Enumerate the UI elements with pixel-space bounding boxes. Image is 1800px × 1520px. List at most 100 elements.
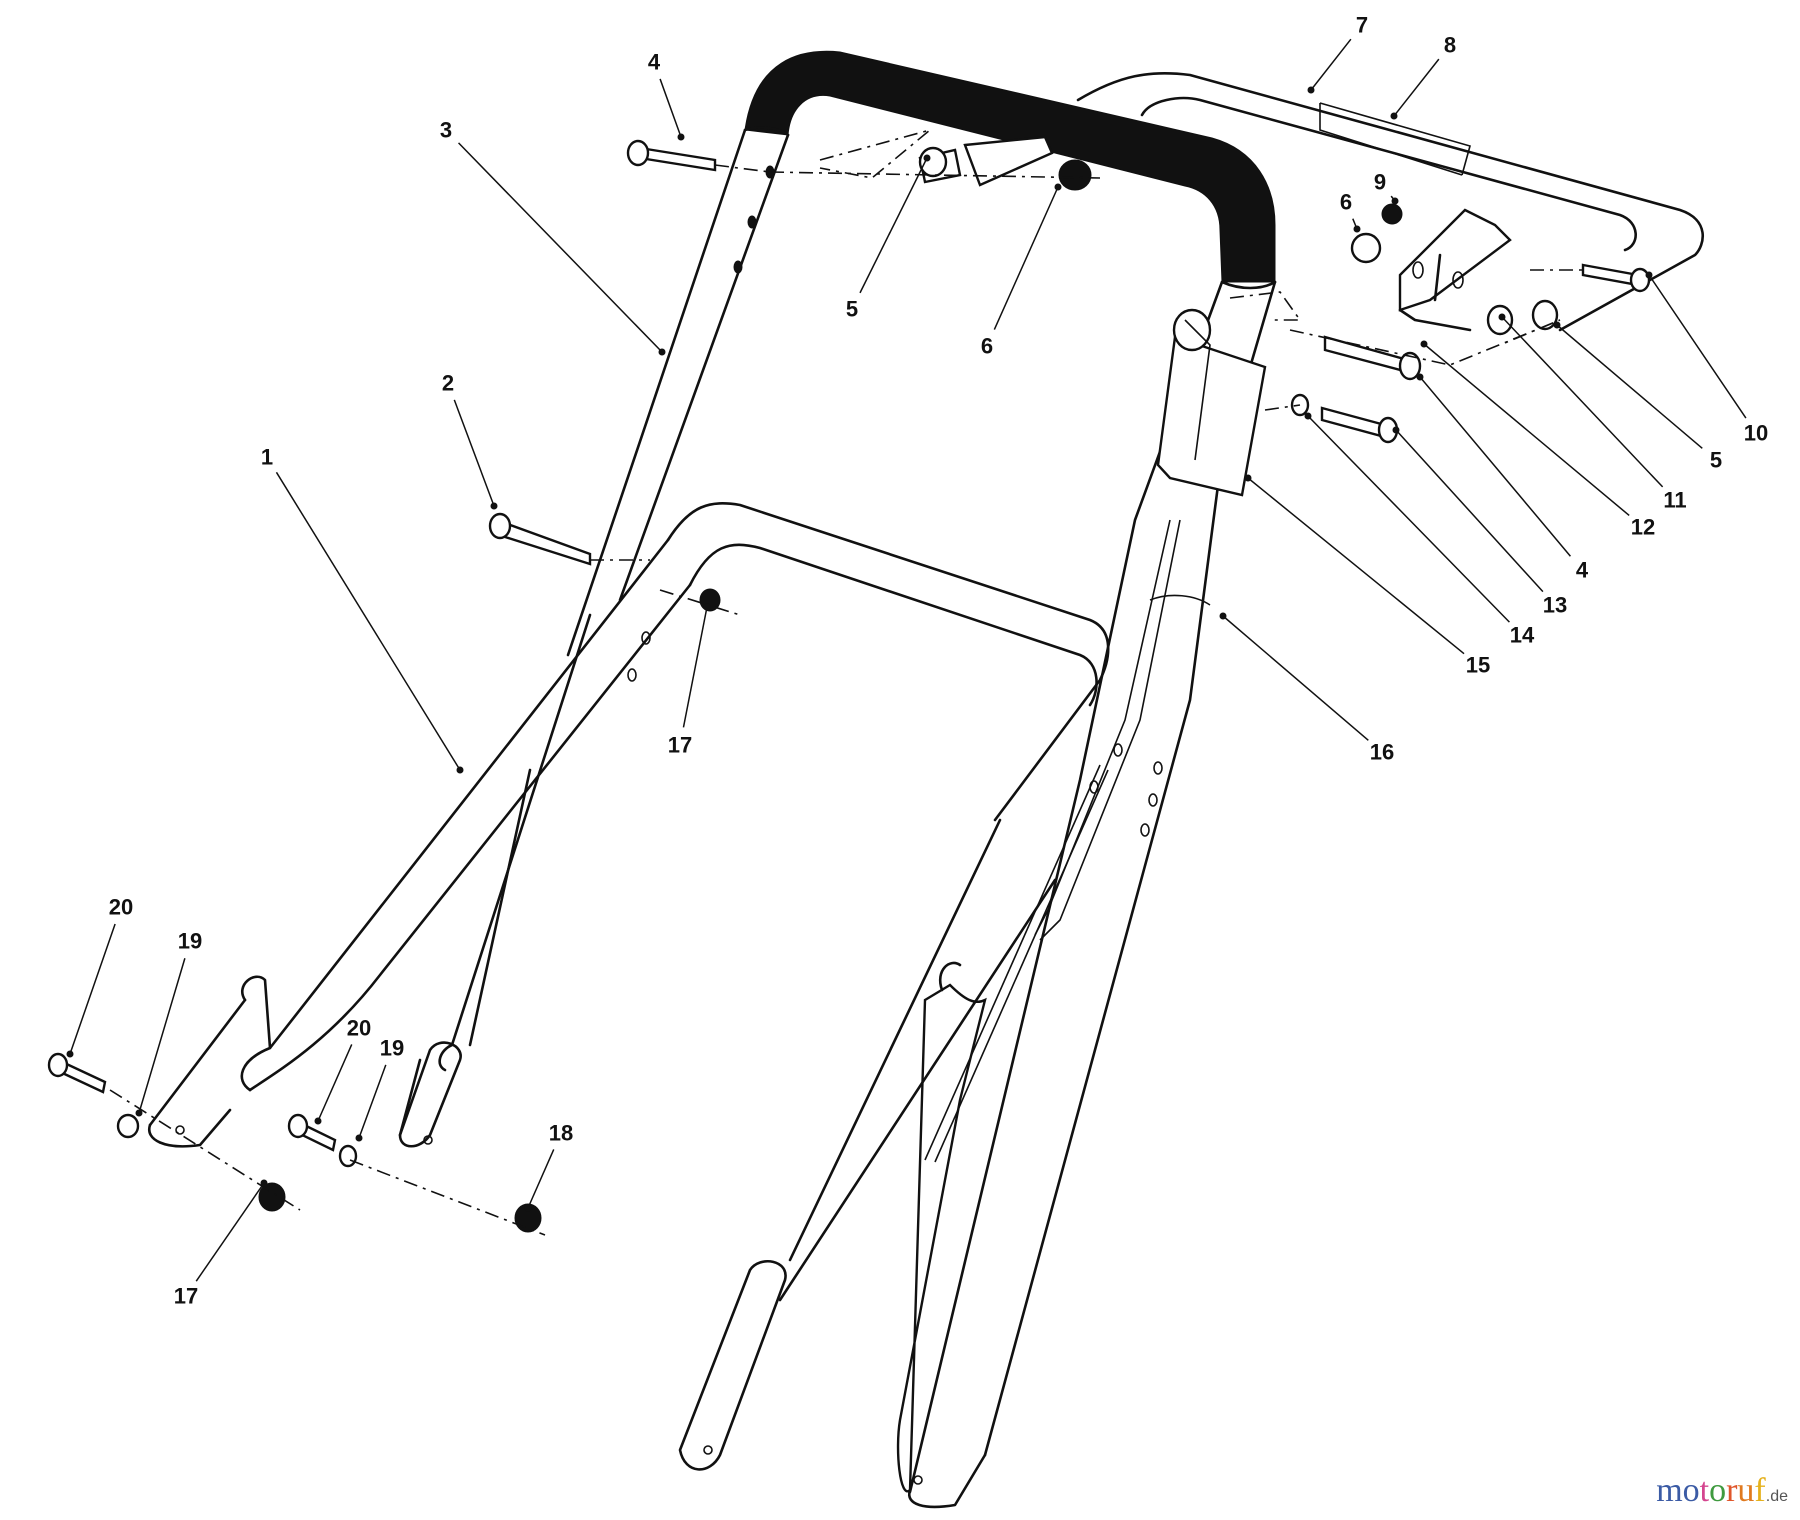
leader-dot bbox=[703, 603, 711, 611]
callout-c1: 1 bbox=[261, 445, 464, 774]
callout-number: 13 bbox=[1543, 593, 1567, 618]
bolt-2 bbox=[488, 512, 592, 566]
leader-line bbox=[1395, 429, 1544, 593]
watermark-tld: .de bbox=[1765, 1488, 1788, 1505]
assembly-lines bbox=[109, 129, 1585, 1236]
leader-line bbox=[1419, 376, 1572, 557]
callout-c7: 7 bbox=[1307, 13, 1368, 94]
watermark-letter: r bbox=[1726, 1472, 1738, 1509]
leader-line bbox=[1501, 316, 1664, 488]
knob-5-right bbox=[1531, 299, 1559, 331]
watermark-letter: f bbox=[1754, 1472, 1766, 1509]
leader-line bbox=[1556, 324, 1703, 449]
callout-number: 6 bbox=[981, 334, 993, 359]
watermark-letter: u bbox=[1737, 1472, 1755, 1509]
callout-c17b: 17 bbox=[174, 1179, 268, 1309]
leader-line bbox=[1393, 58, 1440, 117]
leader-line bbox=[859, 157, 928, 294]
leader-line bbox=[275, 471, 461, 771]
watermark-letter: o bbox=[1709, 1472, 1727, 1509]
leader-dot bbox=[1391, 197, 1399, 205]
callout-c18: 18 bbox=[524, 1121, 573, 1212]
leader-dot bbox=[1304, 412, 1312, 420]
spacer-11 bbox=[1486, 304, 1514, 336]
callout-number: 14 bbox=[1510, 623, 1535, 648]
callout-c17a: 17 bbox=[668, 603, 711, 758]
callout-c6b: 6 bbox=[1340, 190, 1361, 233]
callout-number: 10 bbox=[1744, 421, 1768, 446]
nut-6-upper bbox=[1058, 159, 1092, 191]
bolt-4-upper bbox=[626, 139, 717, 172]
callout-c19b: 19 bbox=[355, 1036, 404, 1142]
leader-dot bbox=[1390, 112, 1398, 120]
callout-number: 11 bbox=[1663, 488, 1686, 513]
nut-18 bbox=[514, 1203, 542, 1233]
leader-line bbox=[682, 606, 708, 728]
callout-c19a: 19 bbox=[135, 929, 202, 1117]
callout-c13: 13 bbox=[1392, 426, 1567, 618]
callout-c11: 11 bbox=[1498, 313, 1687, 513]
callout-number: 2 bbox=[442, 371, 454, 396]
bolt-13 bbox=[1320, 406, 1399, 444]
nut-9 bbox=[1381, 203, 1403, 225]
watermark-logo: motoruf.de bbox=[1656, 1472, 1788, 1510]
bolt-20-right bbox=[287, 1113, 337, 1152]
leader-dot bbox=[1054, 183, 1062, 191]
bolt-10 bbox=[1581, 263, 1651, 293]
leader-dot bbox=[658, 348, 666, 356]
callout-c2: 2 bbox=[442, 371, 498, 510]
leader-dot bbox=[1307, 86, 1315, 94]
callout-number: 8 bbox=[1444, 33, 1456, 58]
leader-dot bbox=[1553, 321, 1561, 329]
callout-number: 1 bbox=[261, 445, 273, 470]
callout-number: 19 bbox=[178, 929, 202, 954]
watermark-text: motoruf bbox=[1656, 1472, 1766, 1509]
nut-17-lower bbox=[258, 1182, 286, 1212]
callout-c15: 15 bbox=[1244, 474, 1490, 678]
control-box bbox=[1156, 308, 1267, 497]
watermark-letter: m bbox=[1656, 1472, 1683, 1509]
callout-number: 15 bbox=[1466, 653, 1490, 678]
leader-line bbox=[69, 923, 116, 1055]
leader-line bbox=[358, 1064, 387, 1139]
leader-line bbox=[527, 1149, 555, 1209]
cross-bar bbox=[1076, 72, 1705, 332]
leader-line bbox=[1310, 38, 1352, 91]
callout-c5a: 5 bbox=[846, 154, 931, 322]
leader-line bbox=[195, 1182, 265, 1282]
leader-line bbox=[1222, 615, 1369, 741]
bolt-20-left bbox=[47, 1052, 107, 1094]
leader-dot bbox=[66, 1050, 74, 1058]
callout-number: 5 bbox=[846, 297, 858, 322]
leader-dot bbox=[524, 1204, 532, 1212]
callout-number: 6 bbox=[1340, 190, 1352, 215]
callout-c4a: 4 bbox=[648, 50, 685, 141]
callout-c3: 3 bbox=[440, 118, 666, 356]
callout-number: 20 bbox=[347, 1016, 371, 1041]
callout-number: 19 bbox=[380, 1036, 404, 1061]
callout-c20b: 20 bbox=[314, 1016, 371, 1125]
callout-c12: 12 bbox=[1420, 340, 1655, 540]
leader-line bbox=[138, 958, 186, 1114]
callout-number: 9 bbox=[1374, 170, 1386, 195]
bolt-4-right bbox=[1323, 335, 1422, 381]
leader-dot bbox=[1244, 474, 1252, 482]
watermark-letter: t bbox=[1699, 1472, 1710, 1509]
callout-number: 12 bbox=[1631, 515, 1655, 540]
callout-number: 17 bbox=[174, 1284, 198, 1309]
callout-number: 5 bbox=[1710, 448, 1722, 473]
callout-number: 4 bbox=[648, 50, 661, 75]
control-cables bbox=[924, 519, 1211, 1163]
knob-5-upper bbox=[918, 146, 962, 184]
lower-handle bbox=[147, 502, 1110, 1471]
upper-handle bbox=[566, 50, 1277, 1509]
washer-19-left bbox=[116, 1113, 140, 1139]
callout-c14: 14 bbox=[1304, 412, 1535, 648]
leader-line bbox=[317, 1044, 353, 1122]
leader-dot bbox=[1353, 225, 1361, 233]
callout-c8: 8 bbox=[1390, 33, 1456, 120]
leader-dot bbox=[1219, 612, 1227, 620]
leader-dot bbox=[1498, 313, 1506, 321]
